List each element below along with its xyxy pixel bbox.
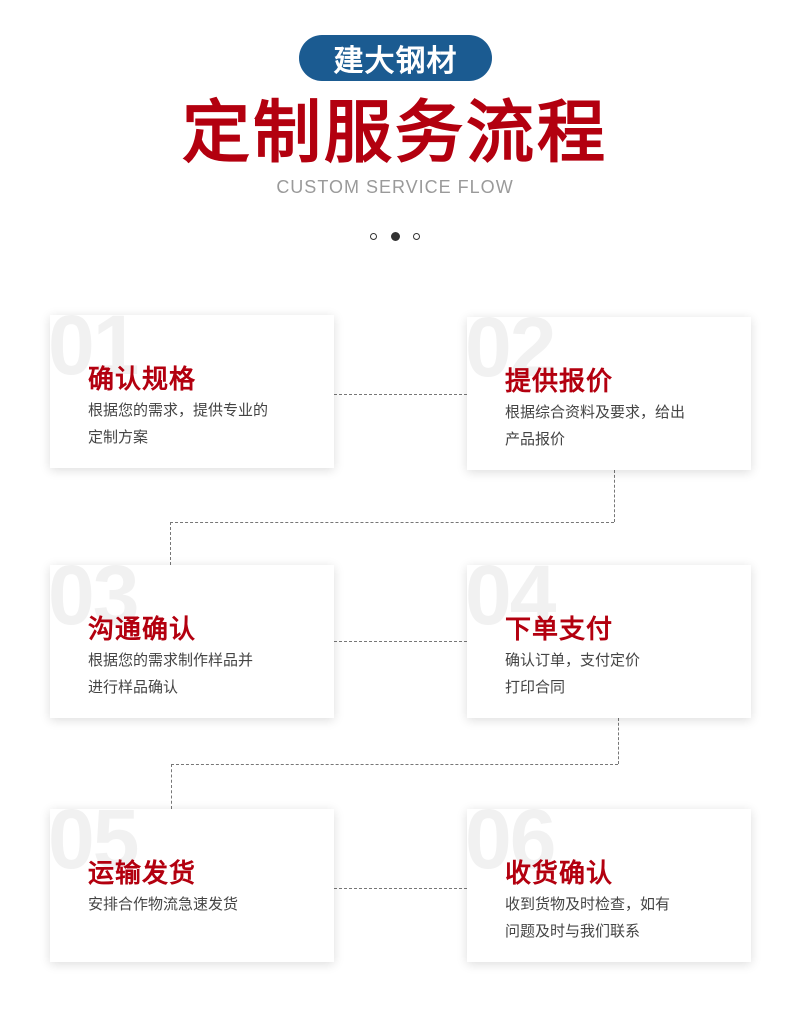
step-card-2: 02 提供报价 根据综合资料及要求，给出产品报价 xyxy=(467,317,751,470)
connector-2-3-horizontal xyxy=(170,522,614,523)
step-number: 06 xyxy=(467,809,556,886)
connector-2-down xyxy=(614,470,615,522)
connector-5-up xyxy=(171,764,172,809)
dot-icon xyxy=(413,232,420,240)
dot-icon xyxy=(370,232,377,240)
dot-active-icon xyxy=(390,231,400,241)
step-number: 04 xyxy=(467,565,556,642)
step-description: 确认订单，支付定价打印合同 xyxy=(505,651,641,696)
step-card-3: 03 沟通确认 根据您的需求制作样品并进行样品确认 xyxy=(50,565,334,718)
step-card-1: 01 确认规格 根据您的需求，提供专业的定制方案 xyxy=(50,315,334,468)
step-description: 收到货物及时检查，如有问题及时与我们联系 xyxy=(505,895,671,940)
step-card-5: 05 运输发货 安排合作物流急速发货 xyxy=(50,809,334,962)
step-title: 提供报价 xyxy=(505,367,614,397)
brand-name: 建大钢材 xyxy=(333,44,458,79)
pagination-dots xyxy=(370,230,420,242)
step-title: 沟通确认 xyxy=(88,615,197,645)
step-title: 下单支付 xyxy=(505,615,614,645)
step-number: 05 xyxy=(50,809,139,886)
step-description: 安排合作物流急速发货 xyxy=(88,895,239,913)
step-title: 确认规格 xyxy=(88,365,197,395)
brand-badge: 建大钢材 xyxy=(299,35,492,81)
page-title: 定制服务流程 xyxy=(181,94,608,173)
connector-3-4 xyxy=(334,641,467,642)
connector-5-6 xyxy=(334,888,467,889)
step-title: 收货确认 xyxy=(505,859,614,889)
step-description: 根据您的需求制作样品并进行样品确认 xyxy=(88,651,254,696)
page-subtitle: CUSTOM SERVICE FLOW xyxy=(276,177,514,197)
step-number: 02 xyxy=(467,317,556,394)
step-card-4: 04 下单支付 确认订单，支付定价打印合同 xyxy=(467,565,751,718)
step-description: 根据您的需求，提供专业的定制方案 xyxy=(88,401,269,446)
connector-4-down xyxy=(618,718,619,764)
connector-4-5-horizontal xyxy=(171,764,618,765)
step-description: 根据综合资料及要求，给出产品报价 xyxy=(505,403,686,448)
step-number: 01 xyxy=(50,315,139,392)
step-card-6: 06 收货确认 收到货物及时检查，如有问题及时与我们联系 xyxy=(467,809,751,962)
connector-3-up xyxy=(170,522,171,565)
step-number: 03 xyxy=(50,565,139,642)
step-title: 运输发货 xyxy=(88,859,197,889)
connector-1-2 xyxy=(334,394,467,395)
